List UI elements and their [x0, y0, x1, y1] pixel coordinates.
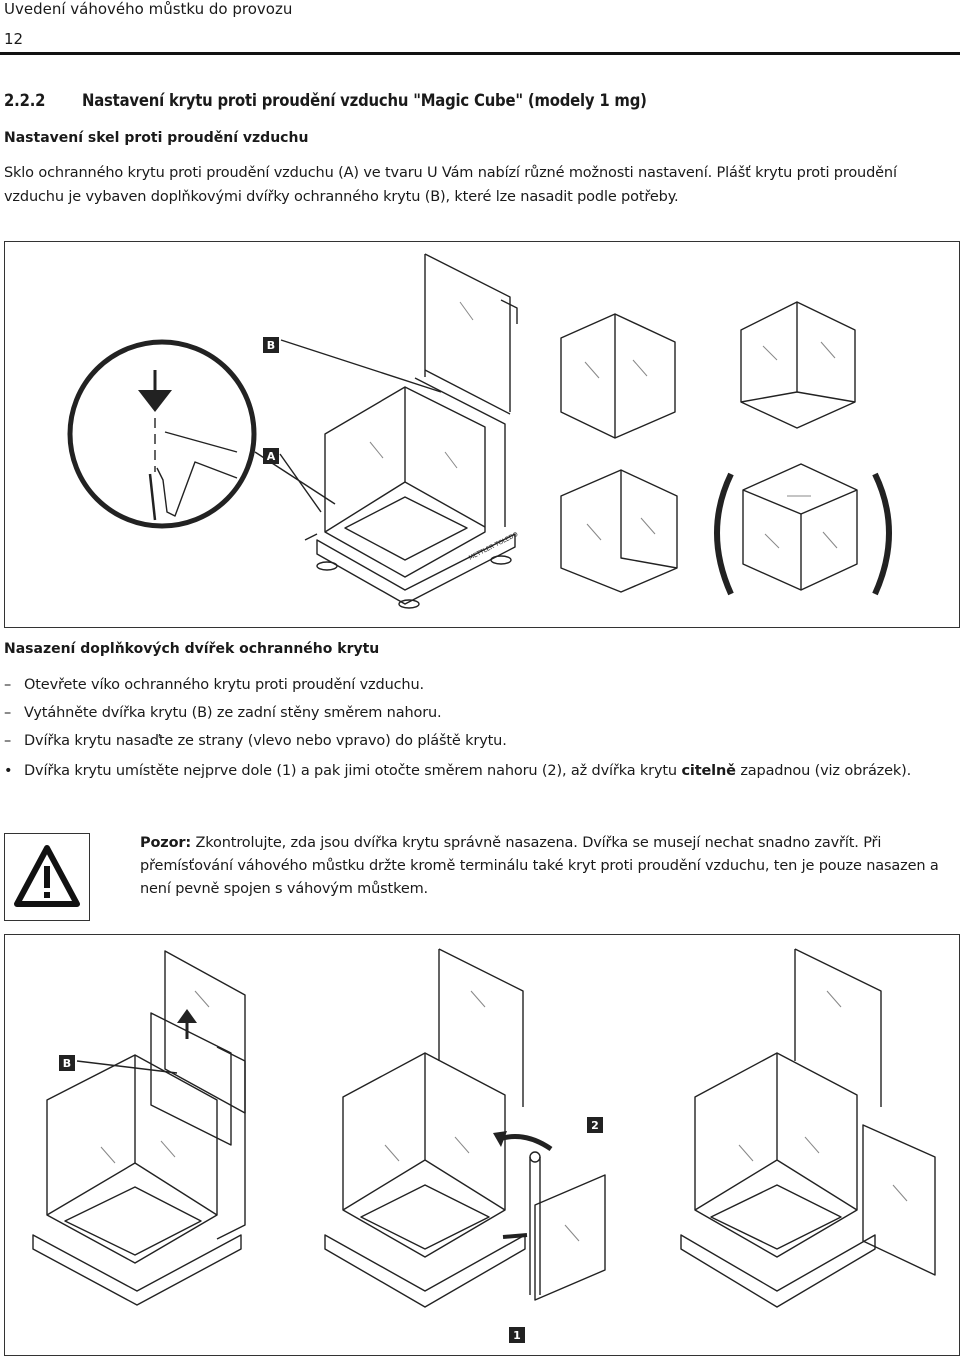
- u-glass-variant-3: [560, 469, 678, 593]
- draft-shield-illustration: B A METTLER TOLEDO: [67, 253, 892, 609]
- section-title: Nastavení krytu proti proudění vzduchu "…: [82, 91, 647, 110]
- warning-triangle-icon: [4, 833, 90, 921]
- door-installation-illustration: B 2 1: [32, 948, 936, 1343]
- label-a-box: [263, 448, 279, 464]
- arrow-up-icon: [177, 1009, 197, 1039]
- list-item: –Dvířka krytu nasaďte ze strany (vlevo n…: [4, 733, 507, 749]
- list-item: –Otevřete víko ochranného krytu proti pr…: [4, 677, 424, 693]
- u-glass-variant-4: [742, 463, 858, 591]
- u-glass-variant-2: [740, 301, 856, 429]
- section-number: 2.2.2: [4, 91, 46, 110]
- arrow-down-icon: [138, 370, 172, 412]
- procedure-steps: –Otevřete víko ochranného krytu proti pr…: [4, 673, 954, 783]
- label-a: A: [267, 450, 276, 463]
- label-2: 2: [591, 1119, 599, 1132]
- intro-paragraph: Sklo ochranného krytu proti proudění vzd…: [4, 165, 897, 205]
- balance-middle: [324, 948, 606, 1308]
- label-b: B: [267, 339, 275, 352]
- balance-right: [680, 948, 936, 1308]
- running-header: Uvedení váhového můstku do provozu 12: [4, 0, 292, 49]
- section-heading: 2.2.2 Nastavení krytu proti proudění vzdu…: [4, 91, 647, 110]
- bullet-item: •Dvířka krytu umístěte nejprve dole (1) …: [4, 763, 912, 779]
- label-b-box: [263, 337, 279, 353]
- balance-body: [304, 533, 516, 609]
- curved-arrow-icon: [498, 1134, 553, 1152]
- procedure-title: Nasazení doplňkových dvířek ochranného k…: [4, 641, 380, 657]
- label-2-box: [587, 1117, 603, 1133]
- header-title: Uvedení váhového můstku do provozu: [4, 0, 293, 18]
- label-b-box: [59, 1055, 75, 1071]
- page-number: 12: [4, 30, 24, 48]
- optional-bracket-left: [714, 472, 734, 596]
- u-glass-variant-1: [560, 313, 676, 439]
- optional-bracket-right: [872, 472, 892, 596]
- label-1: 1: [513, 1329, 521, 1342]
- balance-left: [32, 950, 246, 1306]
- figure-draft-shield-parts: B A METTLER TOLEDO: [4, 241, 960, 628]
- list-item: –Vytáhněte dvířka krytu (B) ze zadní stě…: [4, 705, 442, 721]
- header-rule: [0, 52, 960, 55]
- label-1-box: [509, 1327, 525, 1343]
- label-b: B: [63, 1057, 71, 1070]
- subsection-title: Nastavení skel proti proudění vzduchu: [4, 130, 309, 146]
- figure-door-installation: B 2 1: [4, 934, 960, 1356]
- detail-zoom-circle: [67, 339, 257, 529]
- draft-shield-cube: [324, 253, 518, 578]
- arrow-right-icon: [502, 1233, 528, 1239]
- warning-text: Pozor: Zkontrolujte, zda jsou dvířka kry…: [140, 835, 939, 897]
